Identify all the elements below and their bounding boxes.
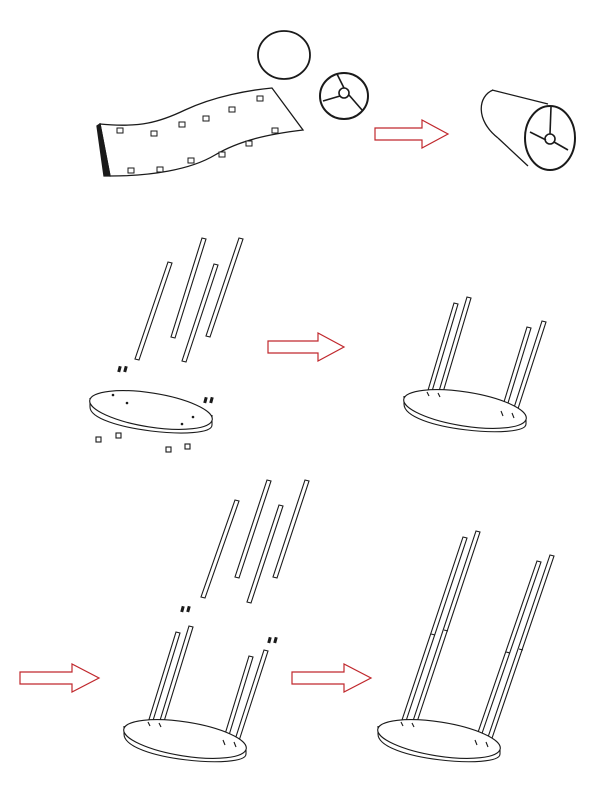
base-with-short-rods [403, 296, 547, 433]
rod [484, 554, 555, 748]
rod [399, 536, 468, 728]
step-3-group [19, 479, 555, 763]
step-1-group [96, 30, 576, 177]
connectors-step-3 [180, 605, 278, 644]
loose-rods-step-3 [200, 479, 310, 604]
rod [473, 560, 542, 746]
shade-panel [96, 87, 305, 177]
rod [170, 237, 207, 339]
arrow-step-1 [374, 118, 450, 150]
panel-clips [116, 95, 279, 174]
base-holes [111, 393, 195, 426]
arrow-step-2 [267, 331, 346, 363]
loose-rods-step-2 [134, 237, 244, 363]
base-with-short-rods-step-3 [123, 625, 269, 763]
rod [205, 237, 244, 338]
rod [181, 263, 219, 363]
spoked-ring [319, 72, 369, 120]
arrow-step-3-in [19, 663, 101, 693]
rod [272, 479, 310, 579]
rod [246, 504, 284, 604]
base-step-2 [89, 390, 213, 434]
assembled-lampshade [480, 88, 576, 171]
top-disc [257, 30, 311, 80]
base-with-extended-rods [377, 530, 555, 763]
panel-seam-strip [96, 122, 111, 177]
connectors-step-2 [117, 365, 214, 404]
step-2-group [89, 237, 547, 453]
rod [134, 261, 173, 361]
feet-step-2 [95, 432, 191, 453]
rod [200, 499, 240, 599]
rod [410, 530, 481, 729]
rod [234, 479, 272, 579]
arrow-step-3-out [291, 663, 373, 693]
